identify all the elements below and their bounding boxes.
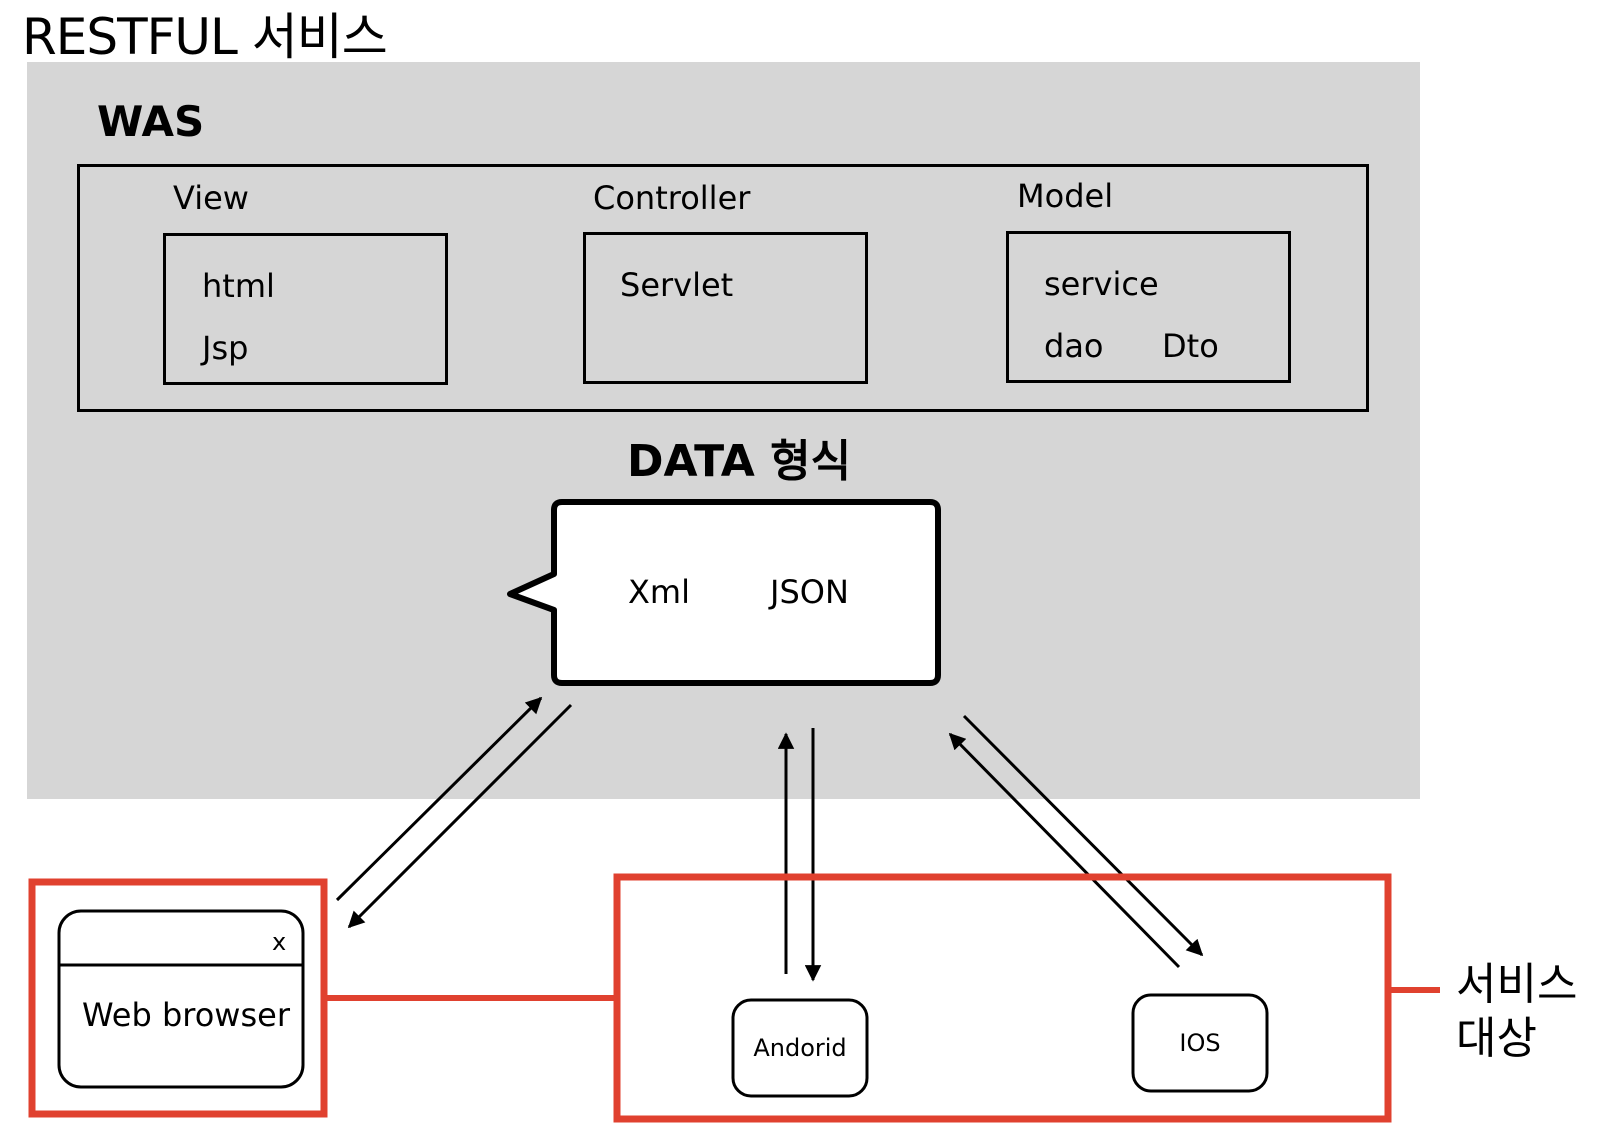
format-json: JSON [770, 573, 849, 611]
was-title: WAS [97, 97, 205, 146]
view-layer-box [163, 233, 448, 385]
arrow-browser-to-data [335, 696, 543, 902]
format-xml: Xml [628, 573, 690, 611]
view-layer-title: View [173, 179, 249, 217]
controller-layer-title: Controller [593, 179, 751, 217]
model-layer-box [1006, 231, 1291, 383]
view-item-jsp: Jsp [202, 329, 249, 367]
android-label: Andorid [753, 1034, 847, 1062]
model-item-service: service [1044, 265, 1159, 303]
page-title: RESTFUL 서비스 [22, 8, 388, 66]
arrow-ios-to-data [948, 732, 1181, 969]
arrow-data-to-ios [962, 714, 1204, 957]
controller-layer-box [583, 232, 868, 384]
model-layer-title: Model [1017, 177, 1114, 215]
model-item-dao: dao [1044, 327, 1104, 365]
service-targets-label: 서비스 대상 [1456, 958, 1577, 1066]
data-format-title: DATA 형식 [627, 436, 852, 487]
mvc-frame [77, 164, 1369, 412]
view-item-html: html [202, 267, 275, 305]
browser-close-icon: x [272, 928, 287, 956]
highlight-box-mobile [613, 873, 1392, 1123]
android-device-box [731, 998, 869, 1098]
browser-label: Web browser [82, 996, 290, 1034]
service-targets-line2: 대상 [1456, 1013, 1537, 1064]
highlight-box-browser [28, 878, 328, 1118]
service-targets-line1: 서비스 [1456, 959, 1578, 1010]
data-format-bubble [507, 499, 941, 686]
arrow-data-to-browser [347, 703, 573, 929]
browser-window [57, 909, 305, 1089]
controller-item-servlet: Servlet [620, 266, 734, 304]
ios-device-box [1131, 993, 1269, 1093]
model-item-dto: Dto [1162, 327, 1219, 365]
ios-label: IOS [1179, 1029, 1221, 1057]
